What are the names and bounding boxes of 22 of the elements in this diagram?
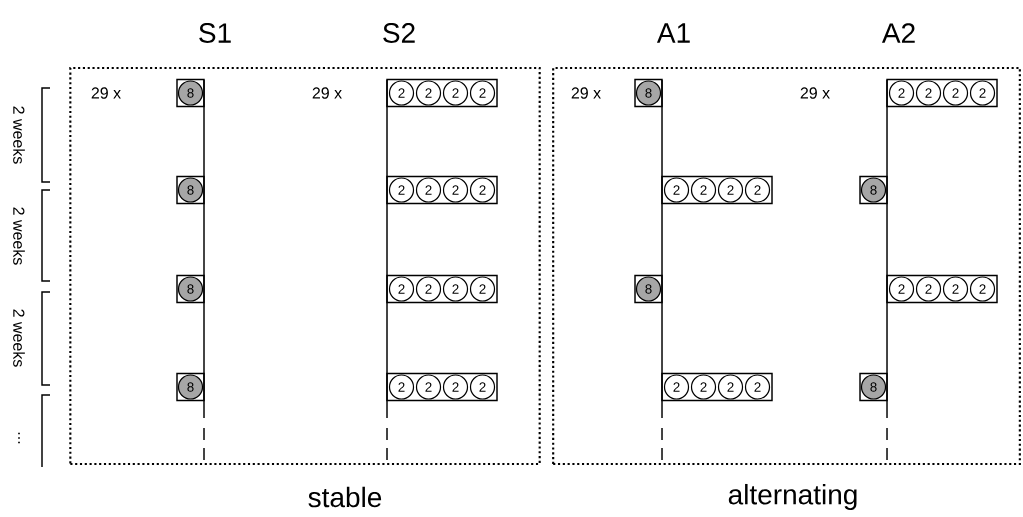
token-box: [386, 175, 498, 205]
token-box: [661, 372, 773, 402]
interval-label: 2 weeks: [13, 106, 25, 164]
column-heading: A1: [656, 23, 690, 43]
token-box: [386, 372, 498, 402]
column-heading: A2: [881, 23, 915, 43]
repeat-count: 29 x: [800, 87, 830, 99]
column-heading: S2: [383, 23, 415, 43]
token-box: [886, 78, 998, 108]
token-box: [886, 274, 998, 304]
token-box: [386, 274, 498, 304]
node-label: alternating: [728, 483, 857, 511]
repeat-count: 29 x: [571, 87, 601, 99]
continuation-dots: ...: [18, 432, 20, 444]
interval-label: 2 weeks: [13, 207, 25, 265]
token-box: [661, 175, 773, 205]
token-box: [386, 78, 498, 108]
repeat-count: 29 x: [91, 87, 121, 99]
column-heading: S1: [199, 23, 231, 43]
repeat-count: 29 x: [312, 87, 342, 99]
node-label: stable: [308, 486, 382, 508]
interval-label: 2 weeks: [13, 309, 25, 367]
